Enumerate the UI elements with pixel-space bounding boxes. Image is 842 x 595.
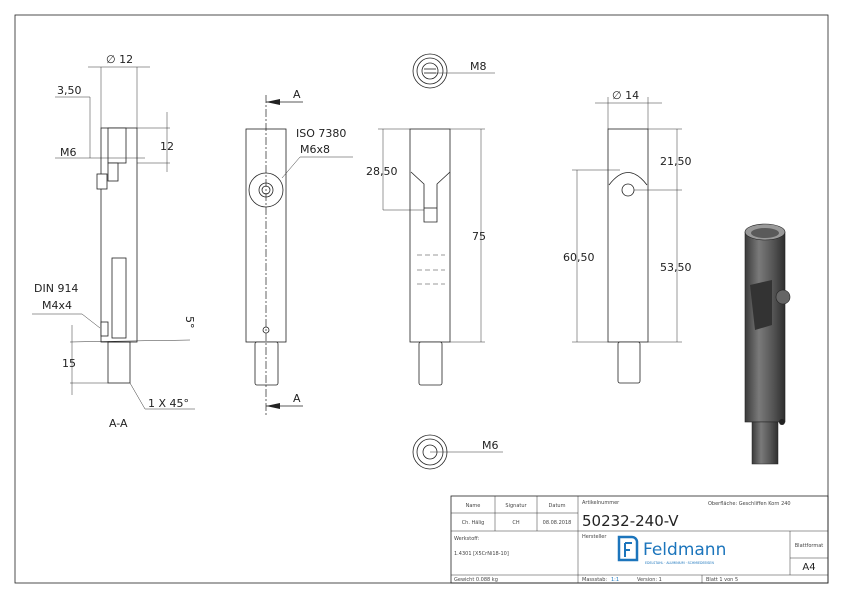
- section-view-a-a: ∅ 12 3,50 M6 12 DIN 914 M4x4 5° 15 1 X 4…: [32, 53, 196, 430]
- section-marker-bottom: A: [293, 392, 301, 405]
- name-value: Ch. Hälig: [462, 520, 485, 526]
- oberflaeche-label: Oberfläche: Geschliffen Korn 240: [708, 501, 791, 507]
- name-header: Name: [466, 503, 481, 509]
- feldmann-logo: Feldmann EDELSTAHL · ALUMINIUM · SCHMIED…: [617, 535, 726, 565]
- section-thread-dim: M6: [60, 146, 77, 159]
- signatur-header: Signatur: [505, 503, 527, 509]
- artikelnummer-label: Artikelnummer: [582, 500, 620, 506]
- gewicht-value: Gewicht 0.088 kg: [454, 577, 498, 583]
- angle-dim: 5°: [183, 316, 196, 329]
- hole-offset-dim: 21,50: [660, 155, 692, 168]
- svg-text:EDELSTAHL · ALUMINIUM · SCHMIE: EDELSTAHL · ALUMINIUM · SCHMIEDEEISEN: [645, 561, 714, 565]
- chamfer-dim: 1 X 45°: [148, 397, 189, 410]
- title-block: Name Signatur Datum Ch. Hälig CH 08.08.2…: [450, 495, 829, 584]
- section-height-dim: 12: [160, 140, 174, 153]
- blattformat-label: Blattformat: [795, 543, 824, 549]
- werkstoff-value: 1.4301 [X5CrNi18-10]: [454, 551, 509, 557]
- total-length-dim: 75: [472, 230, 486, 243]
- massstab-value: 1:1: [611, 577, 619, 583]
- hersteller-label: Hersteller: [582, 534, 607, 540]
- pin-length-dim: 15: [62, 357, 76, 370]
- blatt-value: Blatt 1 von 5: [706, 577, 738, 583]
- iso-7380-label: ISO 7380: [296, 127, 346, 140]
- side-view: M8 28,50 75 M6: [366, 53, 503, 470]
- din-914-label: DIN 914: [34, 282, 78, 295]
- front-view: A A ISO 7380 M6x8: [245, 88, 353, 415]
- isometric-3d-view: [744, 223, 791, 465]
- datum-header: Datum: [549, 503, 566, 509]
- massstab-label: Massstab:: [582, 577, 607, 583]
- m4x4-label: M4x4: [42, 299, 72, 312]
- datum-value: 08.08.2018: [543, 520, 572, 526]
- section-depth-dim: 3,50: [57, 84, 82, 97]
- section-diameter-dim: ∅ 12: [106, 53, 133, 66]
- werkstoff-label: Werkstoff:: [454, 536, 480, 542]
- slot-height-dim: 60,50: [563, 251, 595, 264]
- hole-to-bottom-dim: 53,50: [660, 261, 692, 274]
- bottom-thread-label: M6: [482, 439, 499, 452]
- m6x8-label: M6x8: [300, 143, 330, 156]
- svg-text:Feldmann: Feldmann: [643, 540, 726, 560]
- sheet-frame: [14, 14, 829, 584]
- slot-depth-dim: 28,50: [366, 165, 398, 178]
- section-label: A-A: [109, 417, 128, 430]
- signatur-value: CH: [512, 520, 519, 526]
- right-diameter-dim: ∅ 14: [612, 89, 639, 102]
- top-thread-label: M8: [470, 60, 487, 73]
- section-marker-top: A: [293, 88, 301, 101]
- right-view: ∅ 14 21,50 53,50 60,50: [563, 89, 692, 384]
- artikelnummer-value: 50232-240-V: [582, 512, 679, 530]
- version-value: Version: 1: [637, 577, 662, 583]
- blattformat-value: A4: [802, 562, 815, 573]
